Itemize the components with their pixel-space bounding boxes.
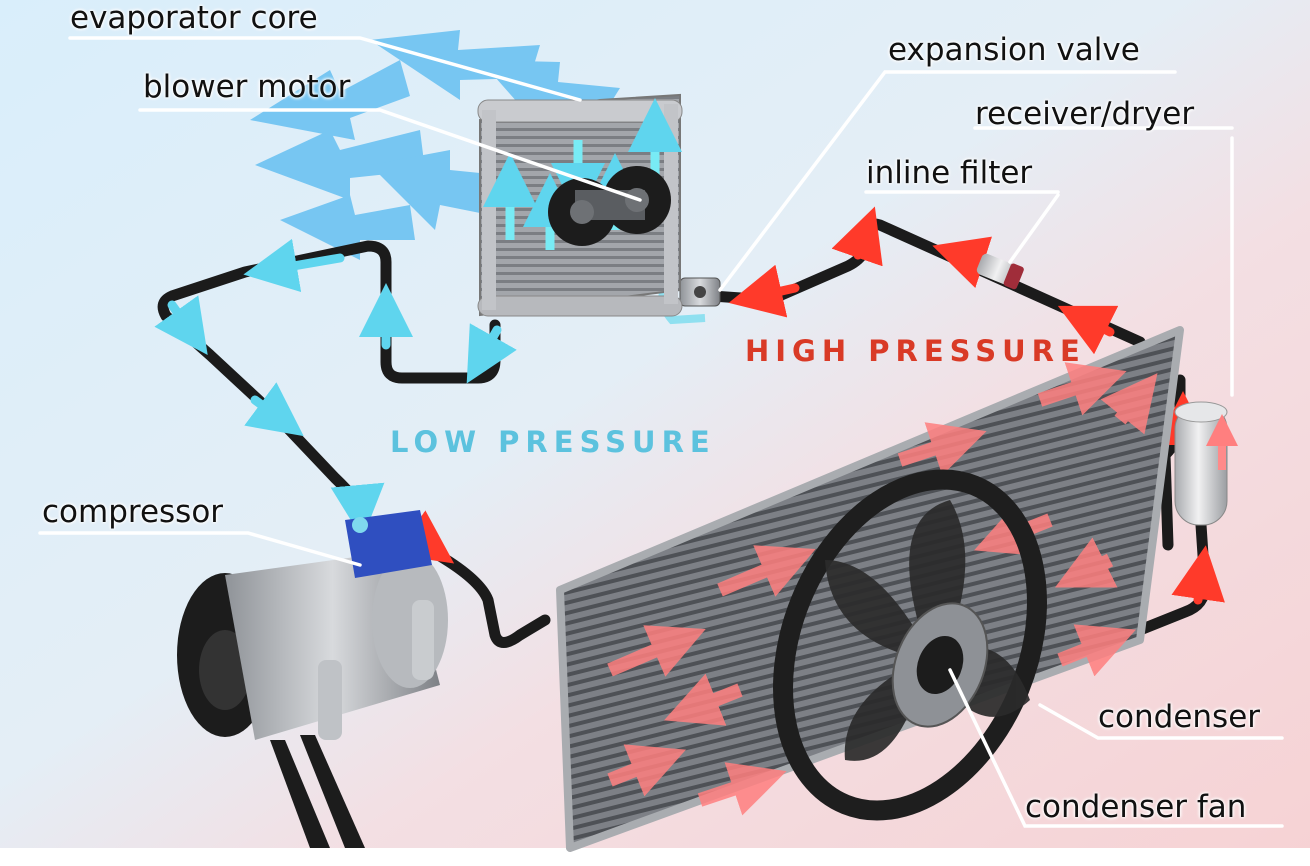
condenser-fan xyxy=(773,469,1047,821)
label-expansion-valve: expansion valve xyxy=(888,32,1140,68)
label-blower-motor: blower motor xyxy=(143,69,351,105)
inline-filter xyxy=(976,253,1024,290)
label-condenser: condenser xyxy=(1098,699,1261,735)
label-receiver-dryer: receiver/dryer xyxy=(975,96,1195,132)
label-evaporator-core: evaporator core xyxy=(70,0,318,36)
high-pressure-label: HIGH PRESSURE xyxy=(745,334,1086,368)
label-compressor: compressor xyxy=(42,494,224,530)
label-inline-filter: inline filter xyxy=(866,155,1033,191)
leader-lines xyxy=(38,36,1284,828)
compressor xyxy=(177,510,448,848)
label-condenser-fan: condenser fan xyxy=(1025,789,1247,825)
low-pressure-flow-arrows xyxy=(154,238,517,539)
low-pressure-label: LOW PRESSURE xyxy=(390,425,716,459)
receiver-dryer xyxy=(1174,401,1238,526)
